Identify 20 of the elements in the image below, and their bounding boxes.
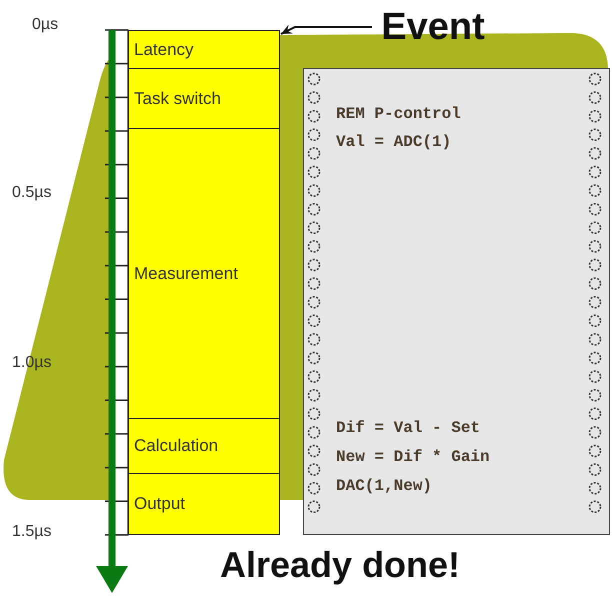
code-line: Dif = Val - Set (336, 419, 480, 437)
phase-label: Measurement (134, 264, 238, 284)
time-tick-label: 0µs (32, 16, 58, 34)
phase-label: Output (134, 494, 186, 514)
phase-box (128, 128, 280, 419)
annotation-text: Already done! (220, 544, 460, 586)
phase-label: Task switch (134, 88, 221, 108)
phase-box (128, 68, 280, 129)
time-tick-label: 0.5µs (12, 184, 52, 202)
code-line: Val = ADC(1) (336, 133, 452, 151)
phase-box (128, 473, 280, 535)
code-line: REM P-control (336, 105, 461, 123)
phase-box (128, 30, 280, 69)
time-tick-label: 1.5µs (12, 523, 52, 541)
phase-label: Calculation (134, 436, 218, 456)
arrow (280, 24, 372, 35)
phase-box (128, 418, 280, 474)
code-line: New = Dif * Gain (336, 448, 490, 466)
phase-label: Latency (134, 40, 194, 60)
code-line: DAC(1,New) (336, 477, 432, 495)
